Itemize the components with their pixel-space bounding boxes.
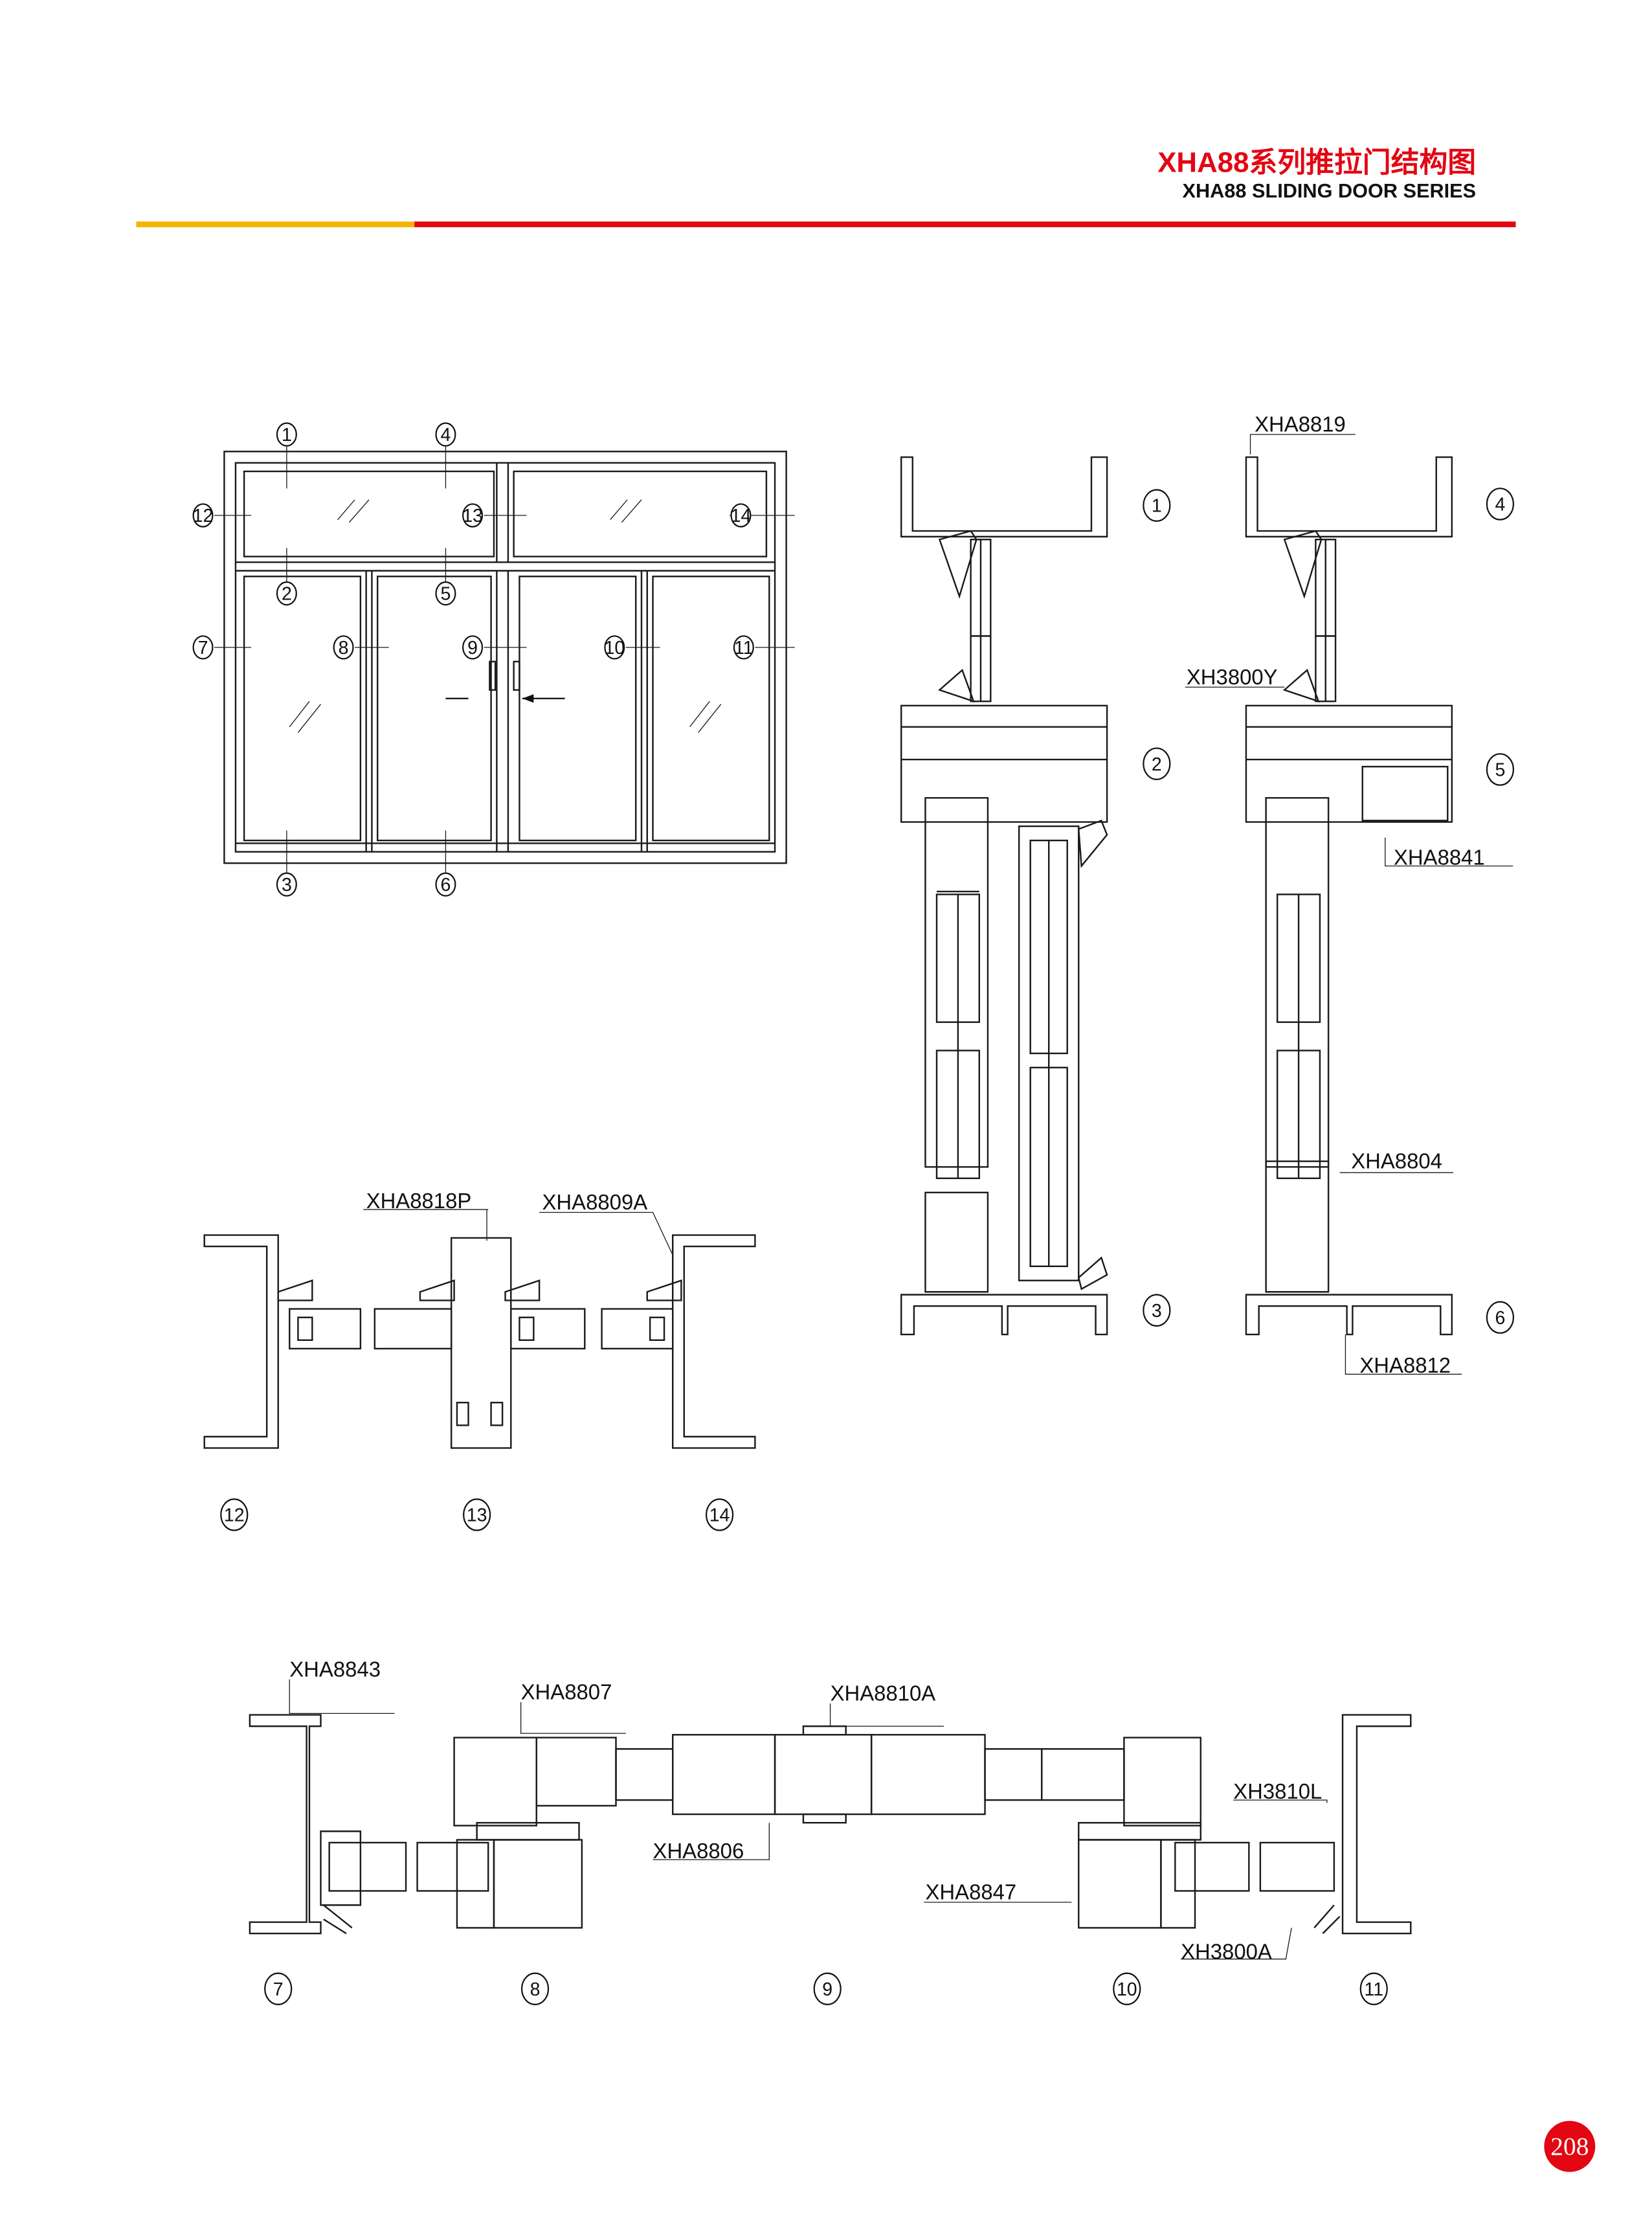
marker-circle <box>1143 747 1171 780</box>
marker-12: 12 <box>224 1505 245 1526</box>
marker-circle <box>220 1498 249 1531</box>
title-chinese: XHA88系列推拉门结构图 <box>1157 146 1476 178</box>
label-xha8806: XHA8806 <box>653 1839 744 1863</box>
leader-lines <box>289 434 1513 1960</box>
part-labels: XHA8819 XH3800Y XHA8841 XHA8804 XHA8812 … <box>289 412 1484 1964</box>
marker-circle <box>435 872 456 897</box>
marker-circle <box>520 1972 550 2005</box>
marker-circle <box>435 581 456 606</box>
label-xh3800y: XH3800Y <box>1187 665 1278 689</box>
marker-circle <box>1113 1972 1141 2005</box>
marker-7: 7 <box>198 638 208 658</box>
marker-circle <box>1486 488 1515 521</box>
label-xha8804: XHA8804 <box>1351 1149 1442 1173</box>
horizontal-section-transom <box>203 1234 756 1449</box>
marker-6: 6 <box>440 875 451 895</box>
marker-9: 9 <box>822 1979 832 2000</box>
marker-7: 7 <box>273 1979 284 2000</box>
label-xha8847: XHA8847 <box>925 1880 1016 1904</box>
page-number: 208 <box>1550 2132 1589 2161</box>
label-xha8843: XHA8843 <box>289 1657 381 1681</box>
marker-1: 1 <box>282 425 292 445</box>
marker-12: 12 <box>193 506 214 526</box>
label-xha8818p: XHA8818P <box>366 1189 472 1213</box>
marker-11: 11 <box>734 638 753 658</box>
marker-2: 2 <box>1152 754 1162 775</box>
horizontal-section-door <box>249 1714 1412 1935</box>
marker-13: 13 <box>467 1505 487 1526</box>
header-stripe-yellow <box>136 221 415 227</box>
marker-circle <box>276 581 297 606</box>
marker-circle <box>1359 1972 1388 2005</box>
marker-circle <box>1143 489 1171 522</box>
marker-1: 1 <box>1152 496 1162 517</box>
marker-14: 14 <box>709 1505 730 1526</box>
marker-circle <box>463 1498 491 1531</box>
marker-circle <box>276 872 297 897</box>
label-xh3800a: XH3800A <box>1181 1940 1272 1964</box>
label-xha8809a: XHA8809A <box>542 1190 648 1214</box>
marker-circle <box>462 635 484 660</box>
vertical-section-left <box>900 456 1108 1336</box>
marker-circle <box>705 1498 734 1531</box>
label-xha8819: XHA8819 <box>1255 412 1346 436</box>
marker-3: 3 <box>282 875 292 895</box>
title-english: XHA88 SLIDING DOOR SERIES <box>1183 179 1477 202</box>
marker-8: 8 <box>530 1979 541 2000</box>
marker-2: 2 <box>282 584 292 605</box>
marker-14: 14 <box>731 506 752 526</box>
page-header: XHA88系列推拉门结构图 XHA88 SLIDING DOOR SERIES <box>136 146 1516 227</box>
marker-circle <box>604 635 625 660</box>
marker-circle <box>1143 1294 1171 1327</box>
label-xh3810l: XH3810L <box>1233 1779 1322 1803</box>
marker-5: 5 <box>440 584 451 605</box>
marker-13: 13 <box>462 506 483 526</box>
header-stripe-red <box>414 221 1516 227</box>
marker-circle <box>733 635 754 660</box>
marker-6: 6 <box>1495 1308 1505 1329</box>
page-number-badge: 208 <box>1544 2120 1596 2172</box>
marker-3: 3 <box>1152 1301 1162 1321</box>
label-xha8841: XHA8841 <box>1394 845 1485 869</box>
marker-circle <box>333 635 354 660</box>
label-xha8807: XHA8807 <box>521 1680 612 1703</box>
marker-4: 4 <box>440 425 451 445</box>
vertical-section-right <box>1245 456 1453 1336</box>
marker-circle <box>1486 753 1515 786</box>
marker-8: 8 <box>339 638 349 658</box>
label-xha8810a: XHA8810A <box>831 1681 936 1705</box>
marker-circle <box>813 1972 842 2005</box>
marker-circle <box>462 503 484 528</box>
marker-circle <box>192 503 214 528</box>
marker-10: 10 <box>1117 1979 1137 2000</box>
marker-circle <box>730 503 752 528</box>
marker-circle <box>192 635 214 660</box>
door-elevation <box>214 445 795 873</box>
marker-circle <box>264 1972 293 2005</box>
marker-10: 10 <box>604 638 625 658</box>
glass-hatch <box>289 499 722 733</box>
marker-9: 9 <box>467 638 478 658</box>
marker-5: 5 <box>1495 760 1505 781</box>
label-xha8812: XHA8812 <box>1359 1353 1451 1377</box>
marker-circle <box>435 422 456 447</box>
marker-11: 11 <box>1364 1979 1383 2000</box>
marker-circle <box>1486 1301 1515 1334</box>
marker-circle <box>276 422 297 447</box>
marker-4: 4 <box>1495 495 1505 515</box>
